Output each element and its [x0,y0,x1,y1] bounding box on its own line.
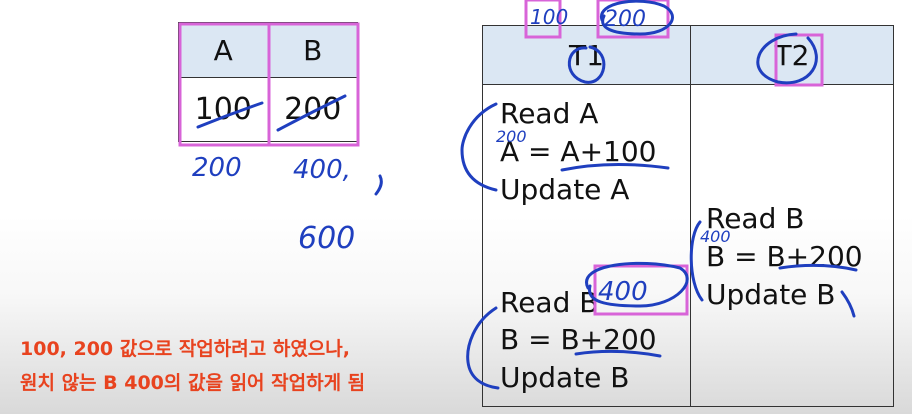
value-b: 200 [267,77,358,142]
t1-op-update-b: Update B [500,361,630,394]
t1-op-update-a: Update A [500,173,630,206]
t1-op-read-b: Read B [500,286,599,319]
t1-op-read-a: Read A [500,97,599,130]
t2-op-update-b: Update B [706,278,836,311]
t1-op-compute-a: A = A+100 [500,135,657,168]
schedule-table: T1 T2 [482,25,894,407]
caption-line-2: 원치 않는 B 400의 값을 읽어 작업하게 됨 [20,372,366,394]
header-t2: T2 [690,25,894,85]
t2-op-compute-b: B = B+200 [706,240,863,273]
caption-line-1: 100, 200 값으로 작업하려고 하였으나, [20,338,350,360]
value-a: 100 [178,77,269,142]
t1-column [482,84,691,407]
comma-mark [374,174,383,196]
header-t1: T1 [482,25,691,85]
value-table: A B 100 200 [178,21,358,142]
hand-b-600: 600 [298,221,355,256]
t2-op-read-b: Read B [706,202,805,235]
column-header-a: A [178,21,269,79]
hand-b-400: 400, [293,155,351,185]
column-header-b: B [267,21,358,79]
hand-a-200: 200 [192,153,242,183]
t1-op-compute-b: B = B+200 [500,323,657,356]
